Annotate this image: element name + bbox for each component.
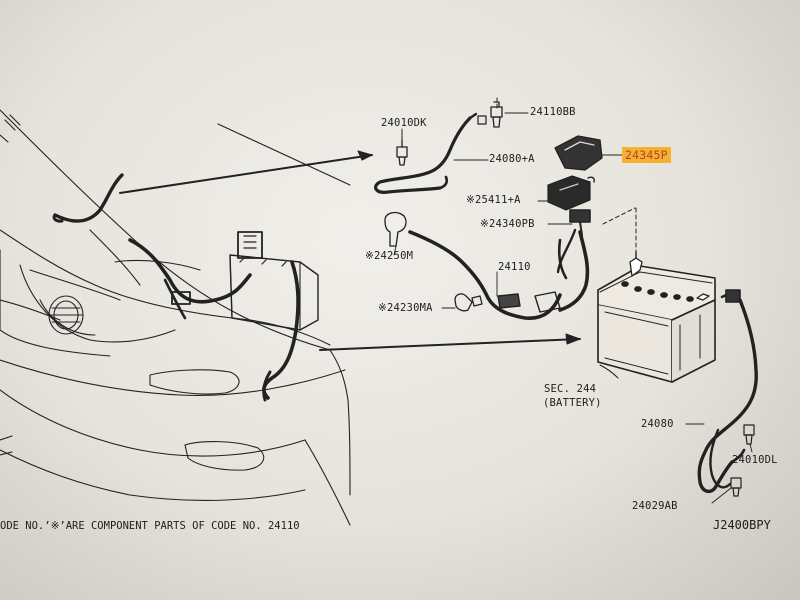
diagram-code: J2400BPY bbox=[713, 518, 771, 532]
label-24080: 24080 bbox=[641, 418, 674, 430]
label-sec-244: SEC. 244 bbox=[544, 383, 597, 395]
part-24080-ground-cable bbox=[697, 289, 758, 494]
label-24110: 24110 bbox=[498, 261, 531, 273]
component-note: ODE NO.’※’ARE COMPONENT PARTS OF CODE NO… bbox=[0, 520, 300, 532]
part-24110BB-bolt bbox=[490, 101, 503, 128]
label-24029AB: 24029AB bbox=[632, 500, 678, 512]
part-24345P-terminal-cover bbox=[554, 135, 603, 171]
label-leaders bbox=[393, 112, 753, 504]
label-24250M: ※24250M bbox=[365, 250, 414, 262]
label-24340PB: ※24340PB bbox=[480, 218, 535, 230]
label-24110BB: 24110BB bbox=[530, 106, 576, 118]
part-24010DK-bolt bbox=[396, 139, 408, 166]
label-battery: (BATTERY) bbox=[543, 397, 602, 409]
label-24230MA: ※24230MA bbox=[378, 302, 433, 314]
part-24110-battery-harness bbox=[408, 228, 590, 320]
part-24230MA-clip bbox=[454, 293, 483, 312]
in-vehicle-harness bbox=[52, 173, 319, 402]
part-24010DL-bolt bbox=[743, 424, 755, 445]
grille-emblem bbox=[48, 295, 84, 335]
part-24029AB-bolt bbox=[730, 477, 742, 497]
label-24010DL: 24010DL bbox=[732, 454, 778, 466]
part-24250M-terminal-boot bbox=[384, 211, 407, 247]
part-25411A-fuse-block bbox=[547, 175, 595, 211]
part-24080A-cable bbox=[374, 112, 487, 194]
arrows bbox=[119, 150, 581, 351]
leader-lines bbox=[401, 97, 637, 263]
label-25411A: ※25411+A bbox=[466, 194, 521, 206]
label-24080A: 24080+A bbox=[489, 153, 535, 165]
label-24010DK: 24010DK bbox=[381, 117, 427, 129]
hood-line bbox=[217, 123, 351, 186]
battery bbox=[597, 251, 716, 383]
label-24345P: 24345P bbox=[622, 147, 671, 163]
